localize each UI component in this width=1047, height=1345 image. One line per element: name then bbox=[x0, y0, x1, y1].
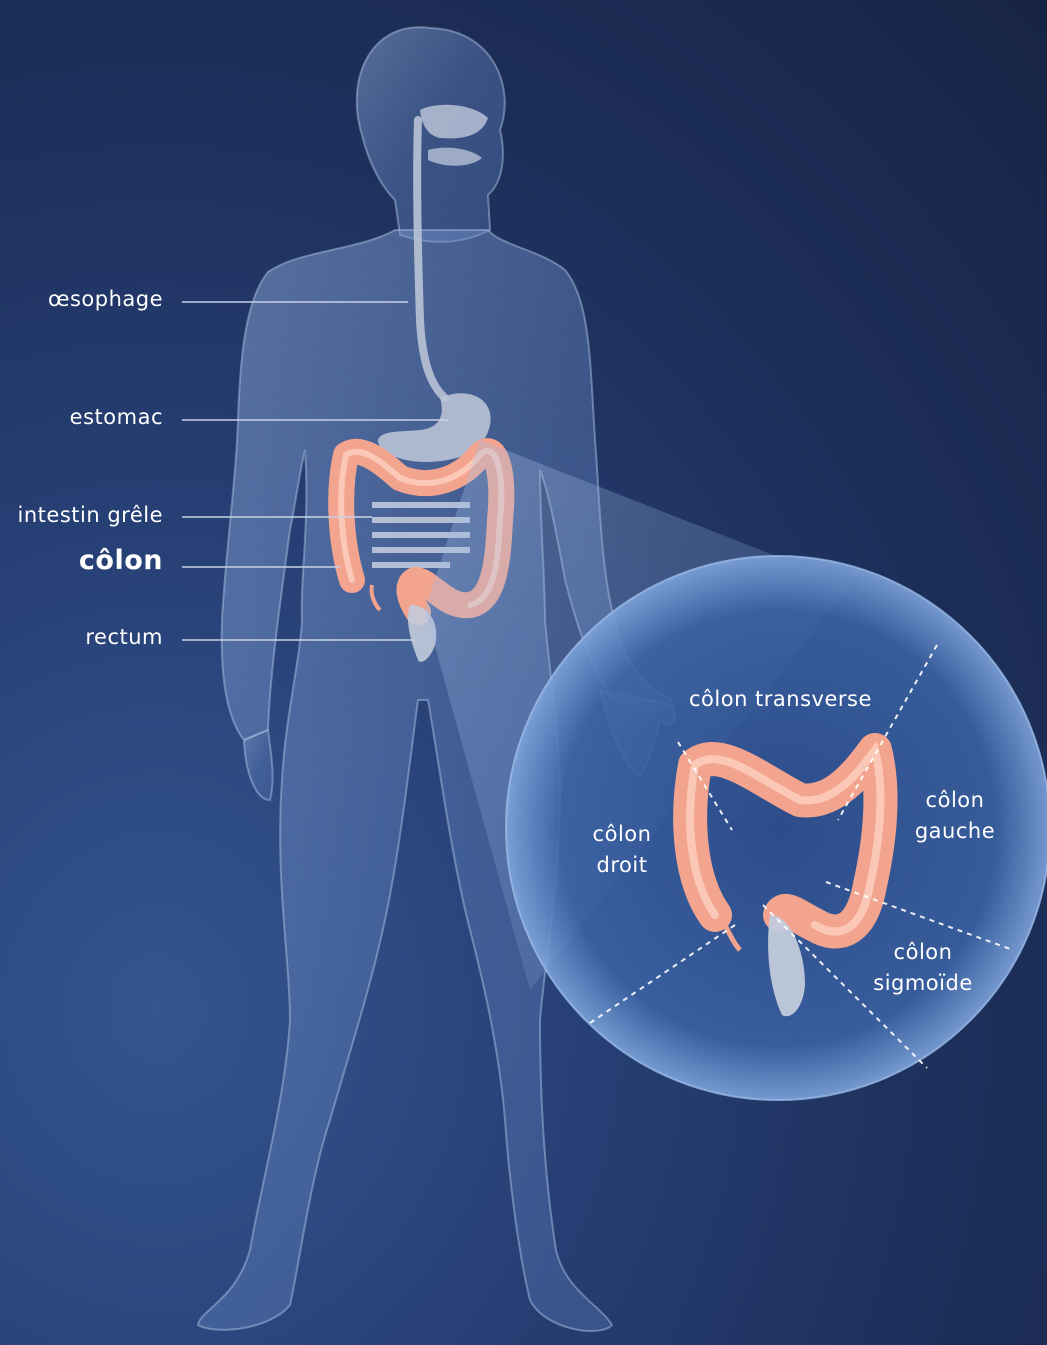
label-colon: côlon bbox=[79, 545, 163, 577]
label-intestin-grele: intestin grêle bbox=[18, 503, 163, 528]
label-colon-gauche: côlon gauche bbox=[905, 788, 1005, 844]
label-colon-sigmoide: côlon sigmoïde bbox=[868, 940, 978, 996]
label-colon-droit-line1: côlon bbox=[572, 822, 672, 847]
label-oesophage: œsophage bbox=[48, 287, 163, 312]
label-colon-gauche-line2: gauche bbox=[905, 819, 1005, 844]
label-colon-sigmoide-line1: côlon bbox=[868, 940, 978, 965]
label-estomac: estomac bbox=[70, 405, 163, 430]
label-rectum: rectum bbox=[85, 625, 163, 650]
label-colon-gauche-line1: côlon bbox=[905, 788, 1005, 813]
label-colon-sigmoide-line2: sigmoïde bbox=[868, 971, 978, 996]
label-colon-transverse: côlon transverse bbox=[689, 687, 872, 712]
label-colon-droit: côlon droit bbox=[572, 822, 672, 878]
label-colon-droit-line2: droit bbox=[572, 853, 672, 878]
